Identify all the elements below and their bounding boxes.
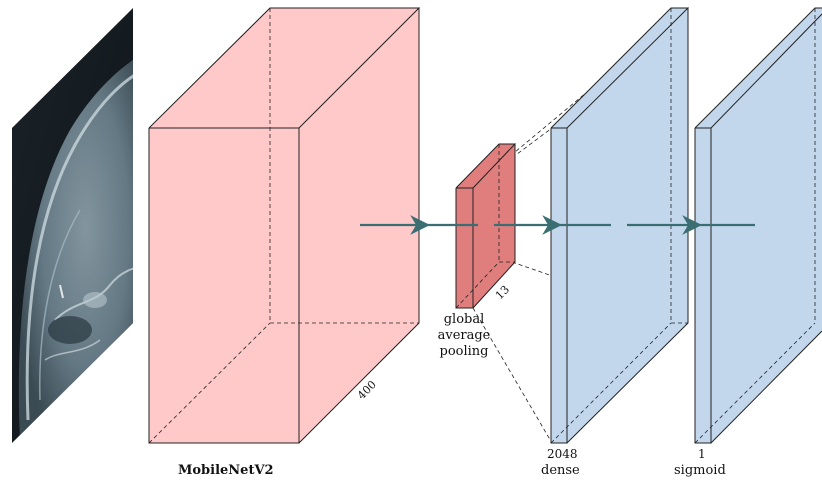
sigmoid-size-label: 1 [698,447,706,461]
mobilenet-front-face [149,128,299,443]
pooling-caption-line-2: average [438,328,491,343]
dense-size-label: 2048 [547,447,578,461]
mobilenetv2-block [148,7,421,444]
mobilenet-top-face [149,8,419,128]
input-xray-image [12,8,133,443]
pooling-caption-line-3: pooling [440,344,489,359]
pooling-size-label: 13 [493,283,512,302]
mobilenet-caption: MobileNetV2 [178,463,274,478]
mobilenet-side-face [299,8,419,443]
pooling-caption-line-1: global [444,312,485,327]
sigmoid-block [694,7,822,444]
dense-caption: dense [541,463,580,478]
sigmoid-caption: sigmoid [674,463,726,478]
